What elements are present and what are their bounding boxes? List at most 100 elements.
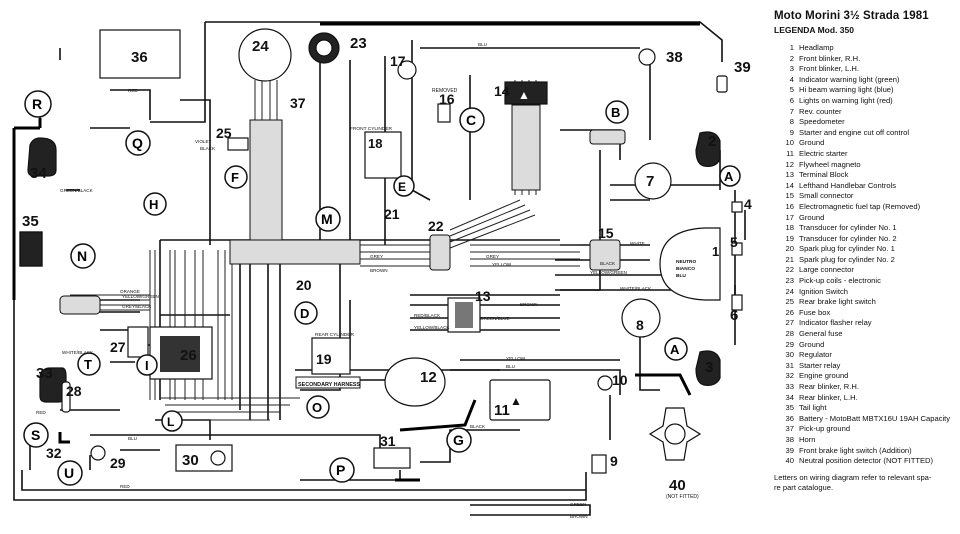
legend-item-text: Rear blinker, R.H. (799, 382, 859, 391)
wire-label: RED (120, 484, 130, 489)
connector-f: F (224, 165, 248, 189)
legend-item-number: 16 (785, 201, 794, 211)
legend-item-number: 25 (785, 297, 794, 307)
component-number-labels: 36 24 23 17 38 39 37 16 14 18 34 25 2 7 … (22, 35, 752, 494)
legend-item-number: 9 (789, 127, 794, 137)
label-17: 17 (390, 53, 406, 69)
legend-item-number: 5 (789, 85, 794, 95)
connector-r: R (24, 90, 52, 118)
wire-label: BROWN (520, 302, 538, 307)
legend-item-number: 21 (785, 254, 794, 264)
legend-item-number: 37 (785, 424, 794, 434)
label-31: 31 (380, 433, 396, 449)
legend-item-number: 15 (785, 191, 794, 201)
legend-item-number: 4 (789, 74, 794, 84)
label-14: 14 (494, 83, 510, 99)
connector-s: S (23, 422, 49, 448)
legend-item-number: 28 (785, 329, 794, 339)
legend-item-number: 35 (785, 403, 794, 413)
legend-item-text: Ignition Switch (799, 286, 848, 296)
legend-item-text: Ground (799, 138, 825, 148)
legend-item-number: 34 (785, 392, 794, 402)
label-5: 5 (730, 234, 738, 250)
wire-color-labels: RED RED RED BLU BLU BLU BLACK BLACK BLAC… (36, 42, 652, 519)
svg-text:A: A (670, 342, 680, 357)
label-20: 20 (296, 277, 312, 293)
legend-item-text: Starter relay (799, 360, 841, 370)
legend-item-text: Indicator flasher relay (799, 318, 872, 328)
legend-item-text: Rear brake light switch (799, 297, 876, 307)
legend-item-text: Lefthand Handlebar Controls (799, 180, 897, 190)
legend-item-text: Rev. counter (799, 106, 842, 116)
legend-item-number: 17 (785, 212, 794, 222)
wire-label: VIOLET (195, 139, 212, 144)
legend-note-line: re part catalogue. (774, 482, 834, 492)
svg-text:Q: Q (132, 135, 143, 151)
legend-item-number: 11 (786, 148, 794, 158)
connector-p: P (329, 457, 355, 483)
legend-item-text: Ground (799, 339, 825, 349)
connector-a-top: A (719, 165, 741, 187)
wiring-diagram: ▲ ▲ 36 24 23 17 38 39 37 16 14 18 34 25 … (12, 21, 752, 519)
svg-text:P: P (336, 462, 345, 478)
label-39: 39 (734, 59, 751, 76)
label-22: 22 (428, 218, 444, 234)
legend-item-text: Front brake light switch (Addition) (799, 445, 912, 455)
diagram-subtitle: LEGENDA Mod. 350 (774, 25, 854, 35)
legend-item: 5 Hi beam warning light (blue) (774, 85, 956, 96)
wire-label: RED (128, 88, 138, 93)
legend-item-text: Transducer for cylinder No. 2 (799, 233, 897, 243)
label-40: 40 (669, 477, 686, 494)
wire-label: RED/BLACK (414, 313, 441, 318)
svg-text:L: L (167, 415, 174, 429)
legend-item-text: Engine ground (799, 371, 849, 381)
wire-label: YELLOW/BLACK (414, 325, 450, 330)
svg-text:I: I (145, 358, 149, 373)
svg-text:H: H (149, 197, 158, 212)
legend-item-text: Horn (799, 434, 816, 444)
legend-item-number: 14 (785, 180, 794, 190)
label-30: 30 (182, 452, 199, 469)
wire-label: RED (36, 410, 46, 415)
legend-item-number: 32 (785, 371, 794, 381)
legend-item-number: 8 (789, 117, 794, 127)
legend-item-text: Battery - MotoBatt MBTX16U 19AH Capacity (799, 413, 951, 423)
connector-a-bottom: A (664, 337, 688, 361)
wire-label: BLACK (470, 424, 486, 429)
legend-item-text: Hi beam warning light (blue) (799, 85, 894, 95)
label-24: 24 (252, 38, 269, 55)
connector-t: T (77, 352, 101, 376)
wire-label: GREY/BLACK (122, 304, 152, 309)
legend-item-text: Electric starter (799, 148, 848, 158)
label-3: 3 (705, 359, 713, 376)
legend-item-text: Electromagnetic fuel tap (Removed) (799, 201, 921, 211)
wire-label: YELLOW (506, 356, 526, 361)
svg-text:D: D (300, 306, 309, 321)
legend-item-text: Pick-up coils - electronic (799, 276, 881, 286)
connector-l: L (161, 410, 183, 432)
wire-label: BLACK (200, 146, 216, 151)
svg-text:▲: ▲ (510, 394, 522, 408)
legend-item-text: Ground (799, 212, 825, 222)
wire-label: GREEN/BLACK (60, 188, 94, 193)
component-details: ▲ ▲ (160, 88, 530, 408)
legend-item-text: Front blinker, L.H. (799, 64, 859, 74)
legend-item-number: 40 (785, 456, 794, 466)
connector-i: I (136, 354, 158, 376)
removed-tag: REMOVED (432, 88, 458, 94)
connector-n: N (70, 243, 96, 269)
legend-item-number: 7 (789, 106, 794, 116)
